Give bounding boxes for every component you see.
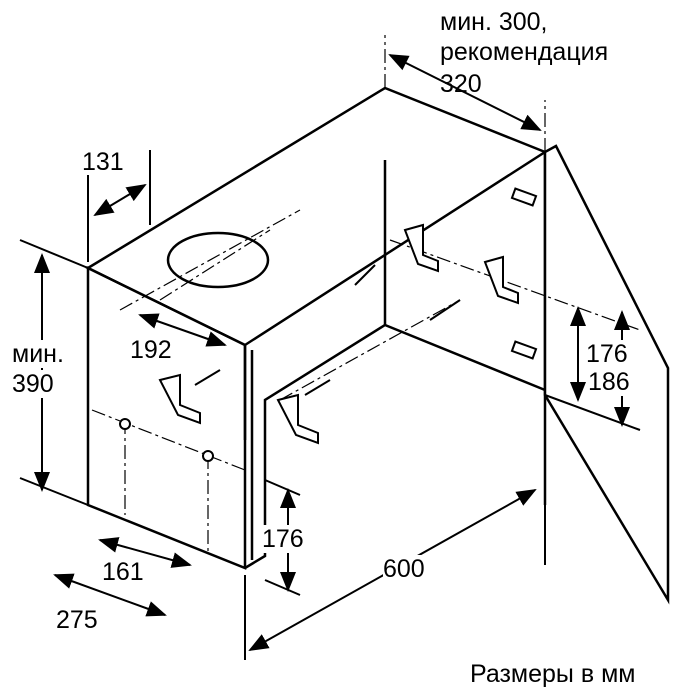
box-outline xyxy=(85,86,548,570)
dim-label-recommendation: рекомендация xyxy=(440,38,609,66)
dim-label-min: мин. xyxy=(12,340,64,368)
dim-label-176-bottom: 176 xyxy=(262,525,304,553)
dim-label-275: 275 xyxy=(56,606,98,634)
duct-opening xyxy=(166,231,270,289)
dim-label-320: 320 xyxy=(440,70,482,98)
dim-label-131: 131 xyxy=(82,148,124,176)
center-lines xyxy=(91,35,641,555)
dim-label-min-300: мин. 300, xyxy=(440,8,548,36)
dim-label-390: 390 xyxy=(12,370,54,398)
dim-label-192: 192 xyxy=(130,336,172,364)
caption-units: Размеры в мм xyxy=(470,660,636,688)
dim-label-600: 600 xyxy=(383,555,425,583)
mounting-brackets xyxy=(119,187,538,462)
dim-label-186: 186 xyxy=(588,368,630,396)
dim-label-161: 161 xyxy=(102,558,144,586)
dim-label-176-right: 176 xyxy=(586,340,628,368)
